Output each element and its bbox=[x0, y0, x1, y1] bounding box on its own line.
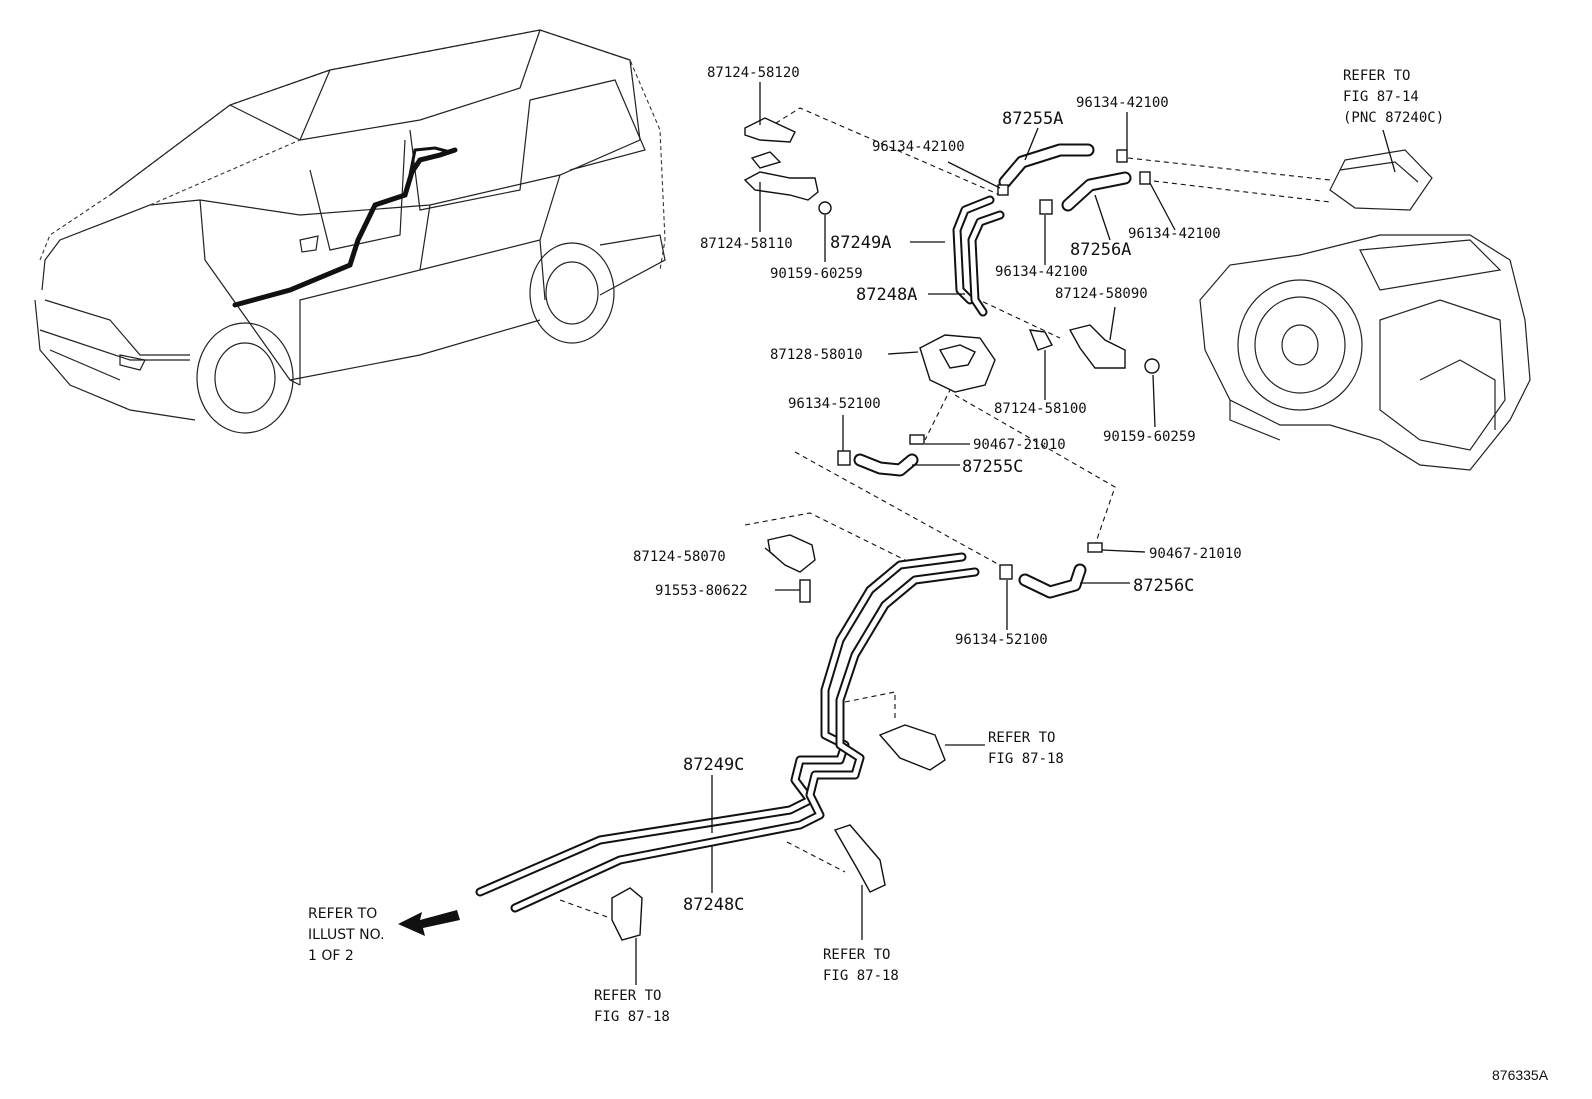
clamp-ref-87-18-b bbox=[833, 824, 886, 893]
refer-fig-87-18-a-line1: REFER TO bbox=[988, 730, 1055, 746]
bolt-91553-80622 bbox=[799, 579, 811, 603]
grommet-90159-60259-a bbox=[818, 201, 832, 215]
label-87124-58120: 87124-58120 bbox=[707, 65, 800, 81]
clip-96134-42100-a bbox=[997, 184, 1009, 196]
label-87249c: 87249C bbox=[683, 755, 744, 775]
label-96134-52100-b: 96134-52100 bbox=[955, 632, 1048, 648]
label-87255a: 87255A bbox=[1002, 109, 1063, 129]
refer-fig-87-14-line3: (PNC 87240C) bbox=[1343, 110, 1444, 126]
refer-fig-87-14-line1: REFER TO bbox=[1343, 68, 1410, 84]
label-87124-58110: 87124-58110 bbox=[700, 236, 793, 252]
label-96134-42100-b: 96134-42100 bbox=[1076, 95, 1169, 111]
van-illustration bbox=[34, 29, 666, 434]
refer-fig-87-18-b-line1: REFER TO bbox=[823, 947, 890, 963]
label-87124-58070: 87124-58070 bbox=[633, 549, 726, 565]
arrow-refer-illust-icon bbox=[398, 910, 460, 936]
clip-96134-42100-b bbox=[1116, 149, 1128, 163]
refer-fig-87-18-a-line2: FIG 87-18 bbox=[988, 751, 1064, 767]
bracket-87124-58090 bbox=[1068, 324, 1126, 369]
refer-fig-87-14-line2: FIG 87-14 bbox=[1343, 89, 1419, 105]
label-90159-60259-a: 90159-60259 bbox=[770, 266, 863, 282]
figure-id: 876335A bbox=[1492, 1067, 1549, 1083]
label-90467-21010-b: 90467-21010 bbox=[1149, 546, 1242, 562]
label-87124-58100: 87124-58100 bbox=[994, 401, 1087, 417]
label-87124-58090: 87124-58090 bbox=[1055, 286, 1148, 302]
grommet-90159-60259-b bbox=[1144, 358, 1160, 374]
refer-fig-87-18-b-line2: FIG 87-18 bbox=[823, 968, 899, 984]
clip-90467-21010-a bbox=[909, 434, 925, 445]
label-96134-42100-a: 96134-42100 bbox=[872, 139, 965, 155]
clip-90467-21010-b bbox=[1087, 542, 1103, 553]
bracket-87124-58070 bbox=[767, 534, 816, 573]
clip-96134-42100-c bbox=[1139, 171, 1151, 185]
label-87248c: 87248C bbox=[683, 895, 744, 915]
label-96134-52100-a: 96134-52100 bbox=[788, 396, 881, 412]
clamp-ref-87-18-a bbox=[878, 724, 946, 771]
label-90159-60259-b: 90159-60259 bbox=[1103, 429, 1196, 445]
small-parts bbox=[611, 117, 1160, 941]
label-87248a: 87248A bbox=[856, 285, 917, 305]
label-90467-21010-a: 90467-21010 bbox=[973, 437, 1066, 453]
part-labels: 87124-58120 87124-58110 90159-60259 9613… bbox=[633, 65, 1242, 915]
clip-96134-42100-d bbox=[1039, 199, 1053, 215]
clip-96134-52100-a bbox=[837, 450, 851, 466]
clip-96134-52100-b bbox=[999, 564, 1013, 580]
leader-lines bbox=[635, 82, 1396, 985]
clamp-87124-58100 bbox=[1028, 329, 1054, 351]
label-87256a: 87256A bbox=[1070, 240, 1131, 260]
label-87256c: 87256C bbox=[1133, 576, 1194, 596]
label-87255c: 87255C bbox=[962, 457, 1023, 477]
bracket-87124-58110 bbox=[743, 171, 819, 201]
label-91553-80622: 91553-80622 bbox=[655, 583, 748, 599]
refer-illust-line2: ILLUST NO. bbox=[308, 927, 385, 943]
pipes bbox=[475, 143, 1132, 913]
refer-labels: REFER TO FIG 87-14 (PNC 87240C) REFER TO… bbox=[308, 68, 1444, 1025]
refer-fig-87-18-c-line1: REFER TO bbox=[594, 988, 661, 1004]
refer-illust-line1: REFER TO bbox=[308, 906, 377, 922]
label-87128-58010: 87128-58010 bbox=[770, 347, 863, 363]
label-96134-42100-c: 96134-42100 bbox=[1128, 226, 1221, 242]
dashed-reference-lines bbox=[559, 107, 1331, 919]
clamp-ref-87-18-c bbox=[611, 887, 643, 941]
refer-fig-87-18-c-line2: FIG 87-18 bbox=[594, 1009, 670, 1025]
label-87249a: 87249A bbox=[830, 233, 891, 253]
clamp-87124-58120 bbox=[744, 117, 796, 143]
label-96134-42100-d: 96134-42100 bbox=[995, 264, 1088, 280]
refer-illust-line3: 1 OF 2 bbox=[308, 948, 354, 964]
hvac-blower-unit bbox=[1199, 149, 1531, 471]
